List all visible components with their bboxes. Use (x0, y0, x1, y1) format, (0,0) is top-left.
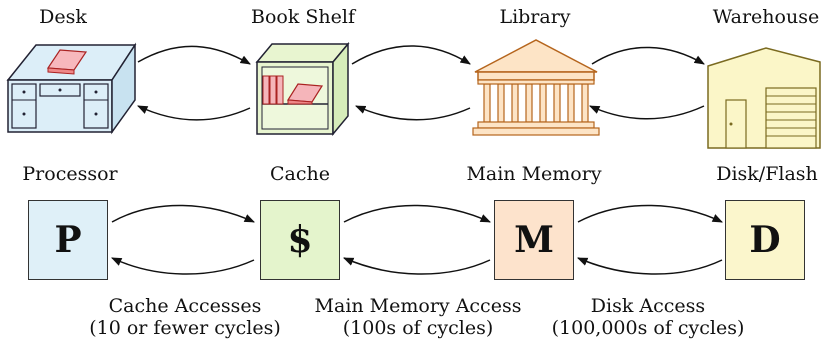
label-warehouse: Warehouse (712, 6, 820, 28)
memory-letter: M (514, 219, 554, 261)
caption-disk-access-line1: Disk Access (590, 295, 706, 317)
arrow-shelf-to-library (351, 45, 471, 65)
arrow-memory-to-disk (577, 204, 723, 223)
label-processor: Processor (22, 163, 118, 185)
disk-box: D (725, 200, 805, 280)
arrow-library-to-warehouse (591, 46, 705, 65)
warehouse-icon (707, 47, 821, 149)
cache-box: $ (260, 200, 340, 280)
label-cache: Cache (270, 163, 330, 185)
desk-icon (6, 42, 137, 135)
caption-memory-access-line1: Main Memory Access (314, 295, 522, 317)
caption-cache-access-line2: (10 or fewer cycles) (89, 317, 281, 339)
caption-memory-access: Main Memory Access (100s of cycles) (315, 295, 522, 339)
arrow-processor-to-cache (111, 204, 255, 223)
arrow-memory-to-cache (343, 257, 491, 275)
label-bookshelf: Book Shelf (251, 6, 355, 28)
arrow-desk-to-shelf (137, 45, 251, 65)
arrow-disk-to-memory (577, 257, 723, 275)
label-disk-flash: Disk/Flash (716, 163, 818, 185)
caption-memory-access-line2: (100s of cycles) (342, 317, 494, 339)
memory-box: M (494, 200, 574, 280)
caption-disk-access: Disk Access (100,000s of cycles) (552, 295, 745, 339)
caption-cache-access-line1: Cache Accesses (108, 295, 262, 317)
label-library: Library (499, 6, 571, 28)
processor-box: P (28, 200, 108, 280)
bookshelf-icon (255, 41, 350, 137)
caption-disk-access-line2: (100,000s of cycles) (551, 317, 745, 339)
arrow-cache-to-memory (343, 204, 491, 223)
library-icon (472, 39, 600, 136)
processor-letter: P (54, 219, 82, 261)
disk-letter: D (749, 219, 781, 261)
arrow-warehouse-to-library (589, 105, 705, 120)
label-desk: Desk (39, 6, 87, 28)
arrow-cache-to-processor (111, 257, 255, 275)
label-main-memory: Main Memory (466, 163, 602, 185)
cache-letter: $ (287, 219, 313, 261)
caption-cache-access: Cache Accesses (10 or fewer cycles) (89, 295, 281, 339)
arrow-library-to-shelf (355, 105, 471, 121)
arrow-shelf-to-desk (137, 105, 251, 121)
